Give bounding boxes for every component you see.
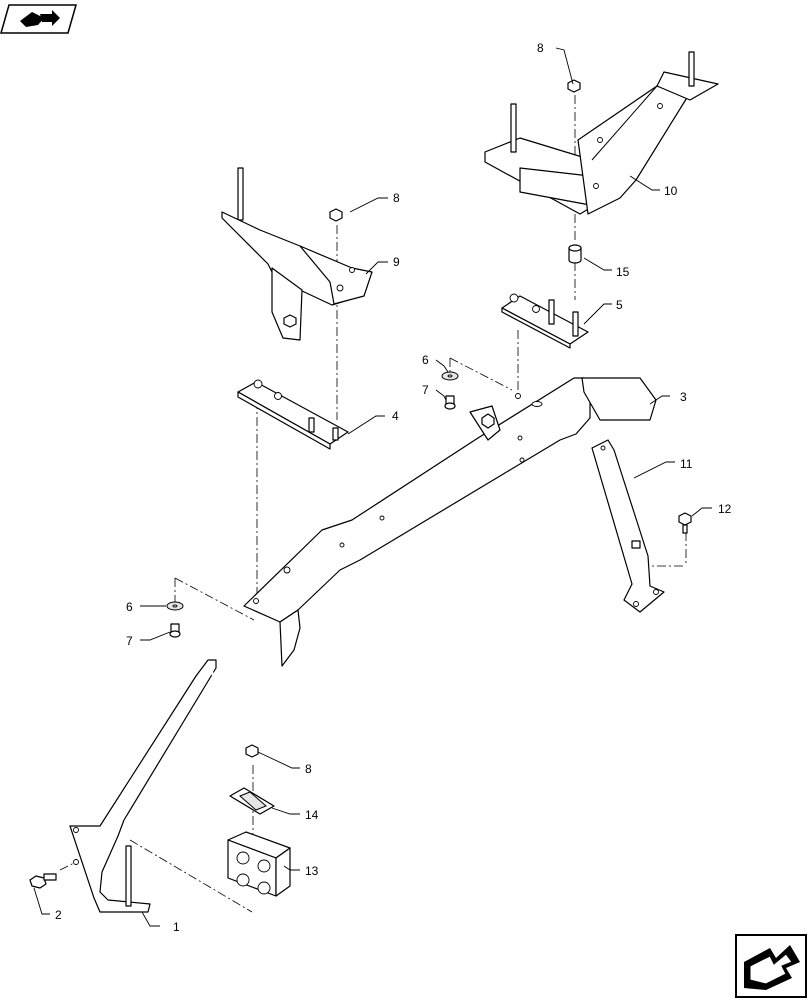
part-3-frame bbox=[243, 377, 657, 667]
callout-8-top: 8 bbox=[537, 41, 544, 55]
part-8-nut-lower bbox=[245, 744, 259, 758]
callout-15: 15 bbox=[616, 265, 630, 279]
next-page-arrow-icon[interactable] bbox=[735, 934, 807, 998]
part-6-washer-lower bbox=[166, 601, 184, 611]
part-10-bracket bbox=[484, 51, 719, 215]
leader-lines bbox=[33, 47, 712, 927]
part-12-bolt bbox=[678, 512, 692, 534]
callout-1: 1 bbox=[173, 920, 180, 934]
callout-3: 3 bbox=[680, 390, 687, 404]
part-6-washer-upper bbox=[441, 371, 459, 381]
callout-12: 12 bbox=[718, 502, 732, 516]
callout-9: 9 bbox=[393, 255, 400, 269]
hex-nut-icon bbox=[567, 79, 581, 93]
part-14-plate bbox=[229, 787, 275, 815]
part-15-spacer bbox=[568, 244, 582, 264]
callout-7-upper: 7 bbox=[422, 383, 429, 397]
book-arrow-icon[interactable] bbox=[0, 4, 77, 34]
callout-13: 13 bbox=[305, 864, 319, 878]
callout-8-lower: 8 bbox=[305, 762, 312, 776]
callout-6-lower: 6 bbox=[126, 600, 133, 614]
callout-6-upper: 6 bbox=[422, 353, 429, 367]
callout-14: 14 bbox=[305, 808, 319, 822]
part-13-clamp bbox=[227, 831, 291, 897]
callout-5: 5 bbox=[616, 298, 623, 312]
callout-8-mid: 8 bbox=[393, 191, 400, 205]
callout-7-lower: 7 bbox=[126, 634, 133, 648]
part-7-bolt-lower bbox=[169, 623, 181, 638]
part-5-plate bbox=[501, 293, 589, 349]
part-4-plate bbox=[237, 379, 349, 450]
callout-2: 2 bbox=[55, 908, 62, 922]
callout-numbers: 8 8 9 10 15 5 3 11 12 4 6 7 6 7 8 14 13 … bbox=[55, 41, 732, 934]
part-2-bolt bbox=[29, 873, 57, 889]
part-9-bracket bbox=[221, 167, 373, 341]
part-11-leg bbox=[591, 439, 665, 613]
part-1-arm bbox=[69, 659, 259, 913]
callout-11: 11 bbox=[680, 457, 693, 471]
callout-4: 4 bbox=[392, 409, 399, 423]
assembly-lines bbox=[59, 95, 687, 913]
callout-10: 10 bbox=[664, 184, 678, 198]
part-7-bolt-upper bbox=[444, 395, 456, 410]
